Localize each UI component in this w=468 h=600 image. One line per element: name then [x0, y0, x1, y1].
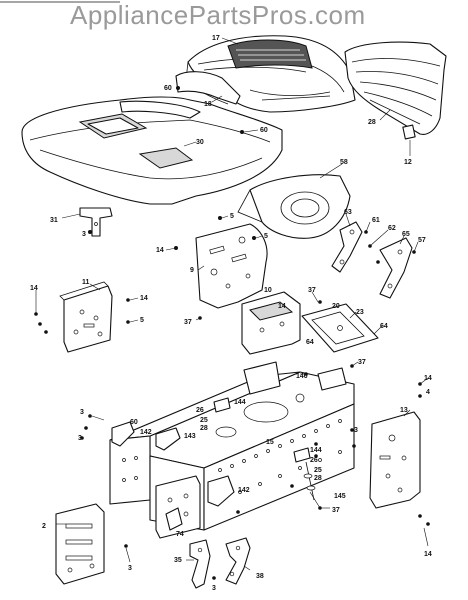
callout-37: 37: [332, 507, 340, 514]
callout-5: 5: [230, 213, 234, 220]
callout-25: 25: [200, 417, 208, 424]
rod-part-145[interactable]: [303, 461, 316, 501]
callout-5: 5: [264, 233, 268, 240]
bracket-part-31[interactable]: [79, 207, 113, 237]
bracket-part-144b[interactable]: [293, 447, 311, 463]
callout-64: 64: [306, 339, 314, 346]
leader-lines: [35, 37, 429, 571]
callout-26: 26: [310, 457, 318, 464]
side-plate-part-9[interactable]: [195, 223, 268, 309]
callout-23: 23: [356, 309, 364, 316]
callout-28: 28: [314, 475, 322, 482]
callout-37: 37: [184, 319, 192, 326]
callout-140: 140: [296, 373, 308, 380]
callout-2: 2: [42, 523, 46, 530]
main-frame[interactable]: [109, 361, 355, 531]
watermark-text: AppliancePartsPros.com: [70, 0, 366, 30]
callout-3: 3: [212, 585, 216, 592]
callout-57: 57: [418, 237, 426, 244]
plate-part-2[interactable]: [55, 503, 105, 585]
callout-26: 26: [196, 407, 204, 414]
callout-25: 25: [314, 467, 322, 474]
shroud-part-58[interactable]: [237, 174, 351, 239]
callout-20: 20: [332, 303, 340, 310]
fender-part-30[interactable]: [21, 96, 283, 205]
bracket-part-142b[interactable]: [207, 475, 235, 507]
callout-74: 74: [176, 531, 184, 538]
callout-30: 30: [196, 139, 204, 146]
hood-latch-part-12[interactable]: [402, 124, 416, 140]
bracket-part-20[interactable]: [301, 303, 379, 353]
callout-11: 11: [82, 279, 90, 286]
callout-145: 145: [334, 493, 346, 500]
callout-142: 142: [238, 487, 250, 494]
callout-14: 14: [424, 551, 432, 558]
bracket-part-10[interactable]: [241, 291, 301, 355]
callout-3: 3: [128, 565, 132, 572]
callout-31: 31: [50, 217, 58, 224]
bracket-part-74[interactable]: [165, 507, 183, 531]
callout-60: 60: [130, 419, 138, 426]
bracket-part-35[interactable]: [189, 539, 211, 589]
callout-37: 37: [358, 359, 366, 366]
bracket-part-142a[interactable]: [111, 421, 135, 447]
callout-144: 144: [234, 399, 246, 406]
bracket-part-143[interactable]: [155, 427, 181, 451]
callout-64: 64: [380, 323, 388, 330]
callout-17: 17: [212, 35, 220, 42]
callout-13: 13: [400, 407, 408, 414]
callout-14: 14: [140, 295, 148, 302]
callout-4: 4: [426, 389, 430, 396]
bracket-part-65[interactable]: [379, 237, 413, 299]
callout-58: 58: [340, 159, 348, 166]
callout-14: 14: [424, 375, 432, 382]
callout-labels: 17 28 60 18 30 60 12 58 31 3 5 5 63 61 6…: [30, 35, 432, 592]
grille-part-28[interactable]: [344, 41, 447, 140]
callout-63: 63: [344, 209, 352, 216]
callout-15: 15: [266, 439, 274, 446]
callout-3: 3: [354, 427, 358, 434]
callout-142: 142: [140, 429, 152, 436]
callout-5: 5: [140, 317, 144, 324]
side-plate-part-11[interactable]: [59, 281, 113, 353]
callout-14: 14: [278, 303, 286, 310]
frame-holes: [122, 419, 342, 502]
callout-14: 14: [156, 247, 164, 254]
plate-part-13[interactable]: [369, 411, 421, 509]
callout-60: 60: [260, 127, 268, 134]
hitch-plate[interactable]: [155, 475, 201, 539]
bracket-part-38[interactable]: [225, 537, 251, 585]
callout-10: 10: [264, 287, 272, 294]
callout-61: 61: [372, 217, 380, 224]
bracket-part-63[interactable]: [331, 221, 363, 273]
callout-62: 62: [388, 225, 396, 232]
callout-14: 14: [30, 285, 38, 292]
callout-3: 3: [78, 435, 82, 442]
callout-144: 144: [310, 447, 322, 454]
callout-18: 18: [204, 101, 212, 108]
callout-28: 28: [200, 425, 208, 432]
callout-143: 143: [184, 433, 196, 440]
callout-37: 37: [308, 287, 316, 294]
bracket-part-144a[interactable]: [213, 397, 231, 413]
callout-12: 12: [404, 159, 412, 166]
dash-part-18[interactable]: [175, 71, 241, 105]
callout-65: 65: [402, 231, 410, 238]
callout-3: 3: [82, 231, 86, 238]
callout-38: 38: [256, 573, 264, 580]
callout-60: 60: [164, 85, 172, 92]
callout-9: 9: [190, 267, 194, 274]
callout-3: 3: [80, 409, 84, 416]
callout-28: 28: [368, 119, 376, 126]
hood-grille: [227, 39, 313, 69]
callout-35: 35: [174, 557, 182, 564]
